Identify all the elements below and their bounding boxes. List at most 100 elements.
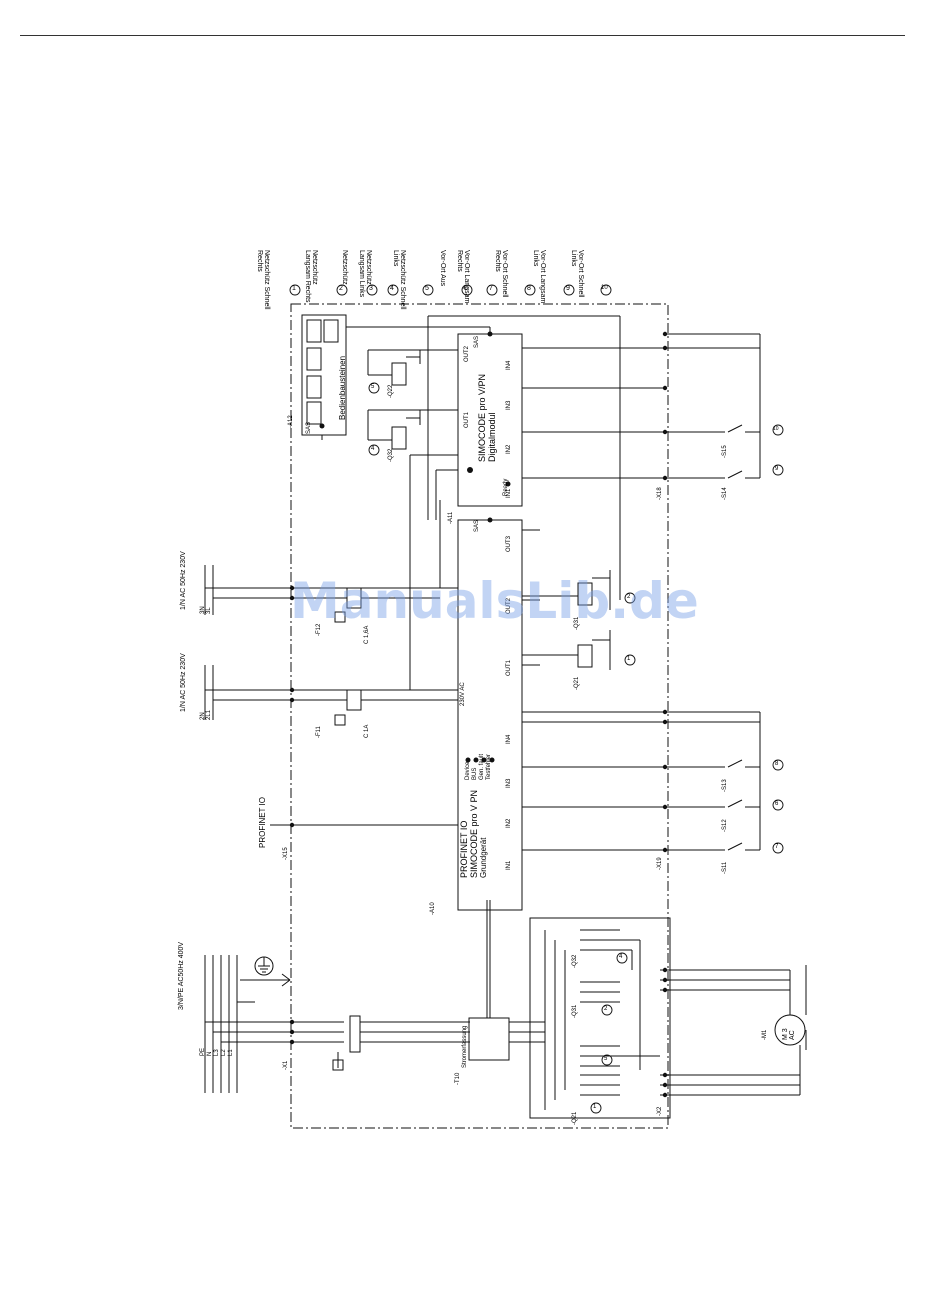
fuse-f11-id: -F11 xyxy=(316,726,322,738)
digital-module-label: SIMOCODE pro V/PN Digitalmodul xyxy=(477,373,497,462)
main-breaker xyxy=(330,1015,470,1071)
contactor-q21-power: -Q21 xyxy=(572,1111,578,1125)
basic-in2: IN2 xyxy=(506,818,512,828)
basic-in4: IN4 xyxy=(506,734,512,744)
terminal-x19: -X19 xyxy=(657,857,663,870)
dm-in1: IN1 xyxy=(506,488,512,498)
main-supply-label: 3/N/PE AC50Hz 400V xyxy=(178,941,185,1010)
legend-num-5: 5 xyxy=(425,285,429,292)
ref-4: 4 xyxy=(371,446,375,452)
main-supply-lines xyxy=(204,955,340,1093)
operator-panel-box xyxy=(301,314,347,436)
coil-q21 xyxy=(522,630,611,670)
ref-7: 7 xyxy=(775,844,779,850)
aux2-line-labels: 3N 3L xyxy=(200,606,212,614)
digital-module-id: -A11 xyxy=(448,511,454,524)
current-transformer xyxy=(468,1017,510,1061)
basic-in1: IN1 xyxy=(506,860,512,870)
frame-id: -A10 xyxy=(430,902,436,915)
profinet-label: PROFINET IO xyxy=(258,797,267,848)
motor-id: -M1 xyxy=(762,1029,768,1040)
led-legend: Device BUS Gen. fault Testfehler xyxy=(465,753,492,780)
legend-circles xyxy=(289,284,784,1114)
basic-sas: SAS xyxy=(474,519,480,532)
contactor-q22-top: -Q22 xyxy=(388,384,394,398)
operator-panel-buttons xyxy=(306,319,339,425)
dm-in2: IN2 xyxy=(506,444,512,454)
ref-2-power: 2 xyxy=(604,1006,608,1012)
legend-item-10: Vor-Ort Schnell Links xyxy=(570,250,584,298)
fuse-f11-rating: C 1A xyxy=(364,724,370,738)
legend-num-3: 3 xyxy=(369,285,373,292)
panel-id: -A12 xyxy=(288,415,294,428)
legend-num-4: 4 xyxy=(390,285,394,292)
basic-unit-label: PROFINET IO SIMOCODE pro V PN Grundgerät xyxy=(459,789,488,878)
dm-out1: OUT1 xyxy=(464,411,470,428)
ref-1: 1 xyxy=(627,656,631,662)
dm-in4: IN4 xyxy=(506,360,512,370)
ref-2: 2 xyxy=(627,594,631,600)
legend-num-10: 10 xyxy=(601,285,608,291)
basic-out1: OUT1 xyxy=(506,659,512,676)
ref-5: 5 xyxy=(371,384,375,390)
aux1-line-labels: 2N 2L1 xyxy=(200,709,212,720)
legend-num-6: 6 xyxy=(464,285,468,292)
switch-s15: -S15 xyxy=(722,445,728,458)
terminal-dots xyxy=(289,331,668,1098)
earth-icon xyxy=(254,956,274,976)
motor xyxy=(774,965,807,1095)
coil-q31 xyxy=(522,316,621,610)
legend-num-7: 7 xyxy=(489,285,493,292)
system-boundary xyxy=(290,303,669,1129)
ct-label: Stromerfassung xyxy=(462,1025,468,1068)
contactor-q21-right: -Q21 xyxy=(574,676,580,690)
switch-s13: -S13 xyxy=(722,779,728,792)
ref-1-power: 1 xyxy=(593,1104,597,1110)
terminal-x18: -X18 xyxy=(657,487,663,500)
contactor-q32-top: -Q32 xyxy=(388,448,394,462)
legend-item-9: Vor-Ort Langsam Links xyxy=(532,250,546,304)
main-line-labels: PE N L3 L2 L1 xyxy=(200,1047,234,1056)
legend-item-1: Netzschütz Schnell Rechts xyxy=(256,250,270,310)
motor-label: M 3 AC xyxy=(782,1028,796,1040)
watermark: ManualsLib.de xyxy=(290,572,699,630)
coil-q32 xyxy=(367,409,458,450)
legend-item-5: Netzschütz Schnell Links xyxy=(392,250,406,310)
switch-s14: -S14 xyxy=(722,487,728,500)
ref-6: 6 xyxy=(775,801,779,807)
ct-id: -T10 xyxy=(455,1072,461,1085)
supply-basic-label: 230V AC xyxy=(460,682,466,706)
dm-sas: SAS xyxy=(474,335,480,348)
contactor-contacts xyxy=(544,929,800,1110)
aux2-supply-label: 1/N AC 50Hz 230V xyxy=(180,551,187,610)
terminal-x1: -X1 xyxy=(283,1060,289,1070)
legend-item-8: Vor-Ort Schnell Rechts xyxy=(494,250,508,298)
aux1-supply-label: 1/N AC 50Hz 230V xyxy=(180,653,187,712)
dm-out2: OUT2 xyxy=(464,345,470,362)
switch-s12: -S12 xyxy=(722,819,728,832)
legend-item-7: Vor-Ort Langsam Rechts xyxy=(456,250,470,304)
ref-5-power: 5 xyxy=(604,1056,608,1062)
basic-out3: OUT3 xyxy=(506,535,512,552)
terminal-x2: -X2 xyxy=(657,1106,663,1116)
contactor-power-section xyxy=(529,917,671,1119)
legend-item-3: Netzschütz xyxy=(341,250,348,285)
dm-input-wiring xyxy=(522,333,761,479)
legend-item-2: Netzschütz Langsam Rechts xyxy=(304,250,318,303)
legend-item-4: Netzschütz Langsam Links xyxy=(358,250,372,298)
contactor-q31-power: -Q31 xyxy=(572,1004,578,1018)
coil-q22 xyxy=(367,349,458,386)
panel-sas: SAS xyxy=(306,421,312,434)
ref-4-power: 4 xyxy=(619,954,623,960)
fuse-f12 xyxy=(330,587,440,623)
ref-9: 9 xyxy=(775,466,779,472)
basic-input-wiring xyxy=(522,711,761,851)
page-header-rule xyxy=(20,35,905,36)
switch-s11: -S11 xyxy=(722,861,728,874)
legend-num-9: 9 xyxy=(566,285,570,292)
ref-10: 10 xyxy=(773,426,779,432)
dm-in3: IN3 xyxy=(506,400,512,410)
terminal-x15: -X15 xyxy=(283,847,289,860)
